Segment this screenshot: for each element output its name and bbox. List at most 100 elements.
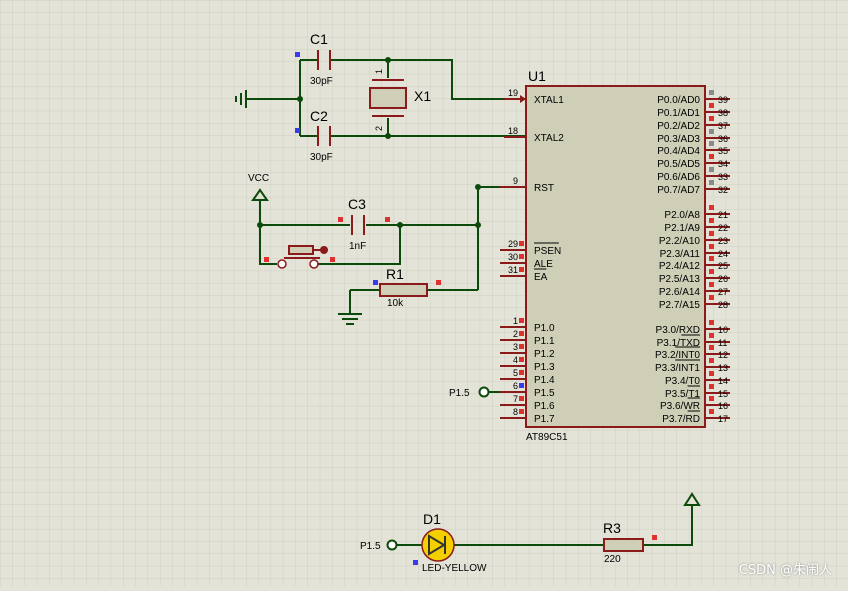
pin-number: 19 — [508, 88, 518, 98]
pin-name: P0.2/AD2 — [657, 121, 700, 132]
pin-number: 23 — [718, 236, 728, 246]
pin-number: 12 — [718, 350, 728, 360]
clock-input-arrow-icon — [520, 95, 526, 103]
ground-symbol-crystal — [235, 90, 247, 108]
c3-value-label: 1nF — [349, 241, 366, 252]
pin-markers — [264, 52, 657, 565]
pin-number: 21 — [718, 210, 728, 220]
pin-state-marker — [519, 370, 524, 375]
pin-name: EA — [534, 272, 548, 283]
pin-name: P0.3/AD3 — [657, 134, 700, 145]
p15-terminal-label-u1: P1.5 — [449, 388, 470, 399]
c2-ref-label: C2 — [310, 108, 328, 124]
pin-name: PSEN — [534, 246, 561, 257]
pin-number: 10 — [718, 325, 728, 335]
pin-state-marker — [709, 269, 714, 274]
pin-state-marker — [709, 205, 714, 210]
pin-name: XTAL1 — [534, 95, 564, 106]
pin-name: P1.0 — [534, 323, 555, 334]
pin-name: P3.5/T1 — [665, 389, 700, 400]
pin-state-marker — [709, 180, 714, 185]
pin-state-marker — [709, 333, 714, 338]
pin-state-marker — [519, 254, 524, 259]
pin-name: P2.0/A8 — [664, 210, 700, 221]
pin-name: P2.1/A9 — [664, 223, 700, 234]
resistor-r3[interactable] — [603, 538, 644, 552]
terminal-p15-led[interactable] — [386, 539, 398, 551]
pin-number: 18 — [508, 126, 518, 136]
pin-name: P3.6/WR — [660, 401, 700, 412]
pin-name: P0.1/AD1 — [657, 108, 700, 119]
pin-state-marker — [709, 167, 714, 172]
pin-name: P0.6/AD6 — [657, 172, 700, 183]
junction-dot — [385, 57, 391, 63]
pin-state-marker — [519, 331, 524, 336]
pin-number: 39 — [718, 95, 728, 105]
pin-name: XTAL2 — [534, 133, 564, 144]
pin-state-marker — [709, 116, 714, 121]
terminal-p15-u1[interactable] — [478, 386, 490, 398]
pin-name: P0.0/AD0 — [657, 95, 700, 106]
pin-number: 32 — [718, 185, 728, 195]
pin-state-marker — [519, 267, 524, 272]
ic-u1-body[interactable] — [525, 85, 706, 428]
pin-state-marker — [709, 409, 714, 414]
pin-name: P1.2 — [534, 349, 555, 360]
pin-state-marker — [709, 282, 714, 287]
pin-number: 30 — [508, 252, 518, 262]
pin-state-marker — [709, 371, 714, 376]
junction-dot — [385, 133, 391, 139]
pin-name: P2.4/A12 — [659, 261, 701, 272]
pin-name: P1.7 — [534, 414, 555, 425]
junctions — [257, 57, 481, 228]
resistor-r1[interactable] — [379, 283, 428, 297]
pin-state-marker — [519, 318, 524, 323]
pin-name: P0.4/AD4 — [657, 146, 700, 157]
pin-state-marker — [519, 344, 524, 349]
wire-switch-right — [318, 225, 401, 265]
p15-terminal-label-led: P1.5 — [360, 541, 381, 552]
pin-name: P2.2/A10 — [659, 236, 701, 247]
pin-number: 35 — [718, 146, 728, 156]
pin-state-marker — [709, 384, 714, 389]
led-d1[interactable] — [421, 528, 455, 562]
pin-number: 1 — [513, 316, 518, 326]
pin-state-marker — [519, 409, 524, 414]
vcc-label: VCC — [248, 173, 269, 184]
pin-state-marker — [709, 358, 714, 363]
crystal-x1[interactable] — [369, 79, 407, 117]
junction-dot — [257, 222, 263, 228]
pin-number: 37 — [718, 121, 728, 131]
pin-state-marker — [709, 295, 714, 300]
pin-name: P2.7/A15 — [659, 300, 701, 311]
capacitor-c2[interactable] — [317, 126, 331, 146]
pin-number: 7 — [513, 394, 518, 404]
junction-dot — [475, 184, 481, 190]
pin-name: P2.5/A13 — [659, 274, 701, 285]
pin-state-marker — [709, 244, 714, 249]
pin-number: 24 — [718, 249, 728, 259]
pin-name: P1.3 — [534, 362, 555, 373]
pin-state-marker — [519, 357, 524, 362]
reset-pushbutton[interactable] — [277, 245, 328, 269]
pin-number: 2 — [513, 329, 518, 339]
u1-ref-label: U1 — [528, 68, 546, 84]
ground-symbol-reset — [338, 313, 362, 325]
c1-value-label: 30pF — [310, 76, 333, 87]
pin-state-marker — [709, 154, 714, 159]
capacitor-c3[interactable] — [351, 215, 365, 235]
capacitor-c1[interactable] — [317, 50, 331, 70]
wire-vcc-down — [259, 200, 277, 265]
pin-state-marker — [519, 396, 524, 401]
r3-ref-label: R3 — [603, 520, 621, 536]
pin-number: 11 — [718, 338, 727, 348]
pin-state-marker — [709, 90, 714, 95]
d1-value-label: LED-YELLOW — [422, 563, 487, 574]
pin-state-marker — [709, 231, 714, 236]
pin-name: P3.3/INT1 — [655, 363, 700, 374]
pin-state-marker — [709, 218, 714, 223]
pin-name: P3.2/INT0 — [655, 350, 700, 361]
pin-name: P1.4 — [534, 375, 555, 386]
